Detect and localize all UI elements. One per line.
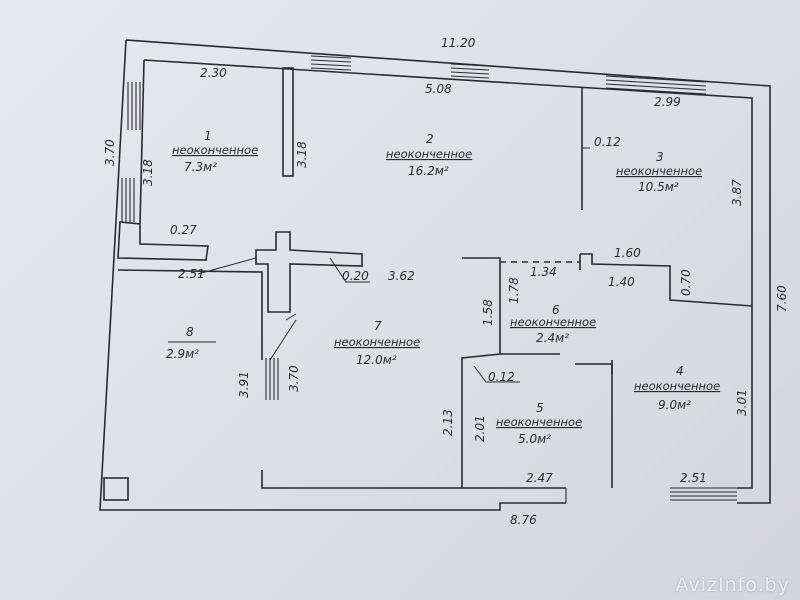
dim-wall-thick: 0.20: [342, 269, 369, 283]
corridor-walls: [579, 253, 753, 307]
room-area: 10.5м²: [638, 180, 679, 194]
window-bottom: [565, 487, 737, 503]
dimension-labels: 11.20 2.30 5.08 2.99 3.70 3.18 3.18 0.12…: [103, 36, 789, 527]
dim-wall-stub: 0.27: [170, 223, 197, 237]
partition-room1: [282, 67, 294, 177]
room-number: 8: [186, 325, 194, 339]
windows: [121, 55, 737, 503]
corner-block: [103, 477, 129, 501]
dim-room5-left-outer: 2.13: [441, 409, 455, 436]
room-number: 1: [204, 129, 212, 143]
room-3: 3 неоконченное 10.5м²: [616, 150, 702, 194]
dim-partition-r3: 0.12: [594, 135, 621, 149]
dim-room5-left-inner: 2.01: [473, 415, 487, 442]
room-number: 2: [426, 132, 434, 146]
room-number: 7: [374, 319, 382, 333]
central-wall-block: [255, 231, 363, 313]
dim-bottom-total: 8.76: [510, 513, 537, 527]
dim-right-lower: 3.01: [735, 389, 749, 416]
dim-room1-partition: 3.18: [295, 141, 309, 168]
window-top-2: [450, 63, 490, 79]
dim-left-wall: 3.70: [103, 139, 117, 166]
room-status: неоконченное: [496, 415, 582, 429]
room-labels: 1 неоконченное 7.3м² 2 неоконченное 16.2…: [166, 129, 720, 446]
dim-top-center: 5.08: [425, 82, 452, 96]
outer-wall-inner-line: [117, 59, 753, 489]
room-area: 16.2м²: [408, 164, 449, 178]
dim-room1-height: 3.18: [141, 159, 155, 186]
room-status: неоконченное: [634, 379, 720, 393]
room-7: 7 неоконченное 12.0м²: [334, 319, 420, 367]
room-number: 4: [676, 364, 684, 378]
dim-top-left: 2.30: [200, 66, 227, 80]
site-watermark: AvizInfo.by: [675, 574, 790, 596]
room-area: 7.3м²: [184, 160, 217, 174]
room-number: 3: [656, 150, 664, 164]
walls: [99, 39, 771, 511]
room-area: 2.4м²: [536, 331, 569, 345]
dim-corridor-h: 0.70: [679, 269, 693, 296]
room-6: 6 неоконченное 2.4м²: [510, 303, 596, 345]
room-status: неоконченное: [616, 164, 702, 178]
dim-hall-width: 3.62: [388, 269, 415, 283]
dim-bath-left: 1.58: [481, 299, 495, 326]
room-area: 12.0м²: [356, 353, 397, 367]
room-1: 1 неоконченное 7.3м²: [172, 129, 258, 174]
room-number: 5: [536, 401, 544, 415]
bathroom-walls: [461, 257, 613, 488]
window-left-1: [127, 82, 141, 130]
dim-top-right: 2.99: [654, 95, 681, 109]
dim-room5-partition: 0.12: [488, 370, 515, 384]
dim-right-upper: 3.87: [730, 179, 744, 206]
room-area: 5.0м²: [518, 432, 551, 446]
dim-room5-bottom: 2.47: [526, 471, 553, 485]
window-left-2: [121, 178, 135, 222]
room-2: 2 неоконченное 16.2м²: [386, 132, 472, 178]
room-area: 2.9м²: [166, 347, 199, 361]
dim-lower-left-inner: 3.70: [287, 365, 301, 392]
dim-bath-partition: 1.78: [507, 277, 521, 304]
dim-top-total: 11.20: [441, 36, 476, 50]
dim-corridor-inner: 1.40: [608, 275, 635, 289]
dim-bath-top: 1.34: [530, 265, 557, 279]
outer-wall-outer-line: [99, 39, 771, 511]
room-status: неоконченное: [510, 315, 596, 329]
window-top-3: [605, 75, 707, 95]
dim-lower-left-outer: 3.91: [237, 371, 251, 398]
dim-corridor-w: 1.60: [614, 246, 641, 260]
room-status: неоконченное: [334, 335, 420, 349]
room-status: неоконченное: [172, 143, 258, 157]
room-8: 8 2.9м²: [166, 325, 216, 361]
room-4: 4 неоконченное 9.0м²: [634, 364, 720, 412]
window-lower-left: [265, 358, 279, 400]
dim-jog: 2.51: [178, 267, 205, 281]
room6-bottom-wall: [500, 353, 613, 374]
room-5: 5 неоконченное 5.0м²: [496, 401, 582, 446]
leader-lines: [197, 147, 590, 383]
room-status: неоконченное: [386, 147, 472, 161]
room-number: 6: [552, 303, 560, 317]
room-area: 9.0м²: [658, 398, 691, 412]
dim-right-total: 7.60: [775, 285, 789, 312]
dim-room4-bottom: 2.51: [680, 471, 707, 485]
window-top-1: [310, 55, 352, 71]
west-wall-segment: [117, 221, 209, 261]
